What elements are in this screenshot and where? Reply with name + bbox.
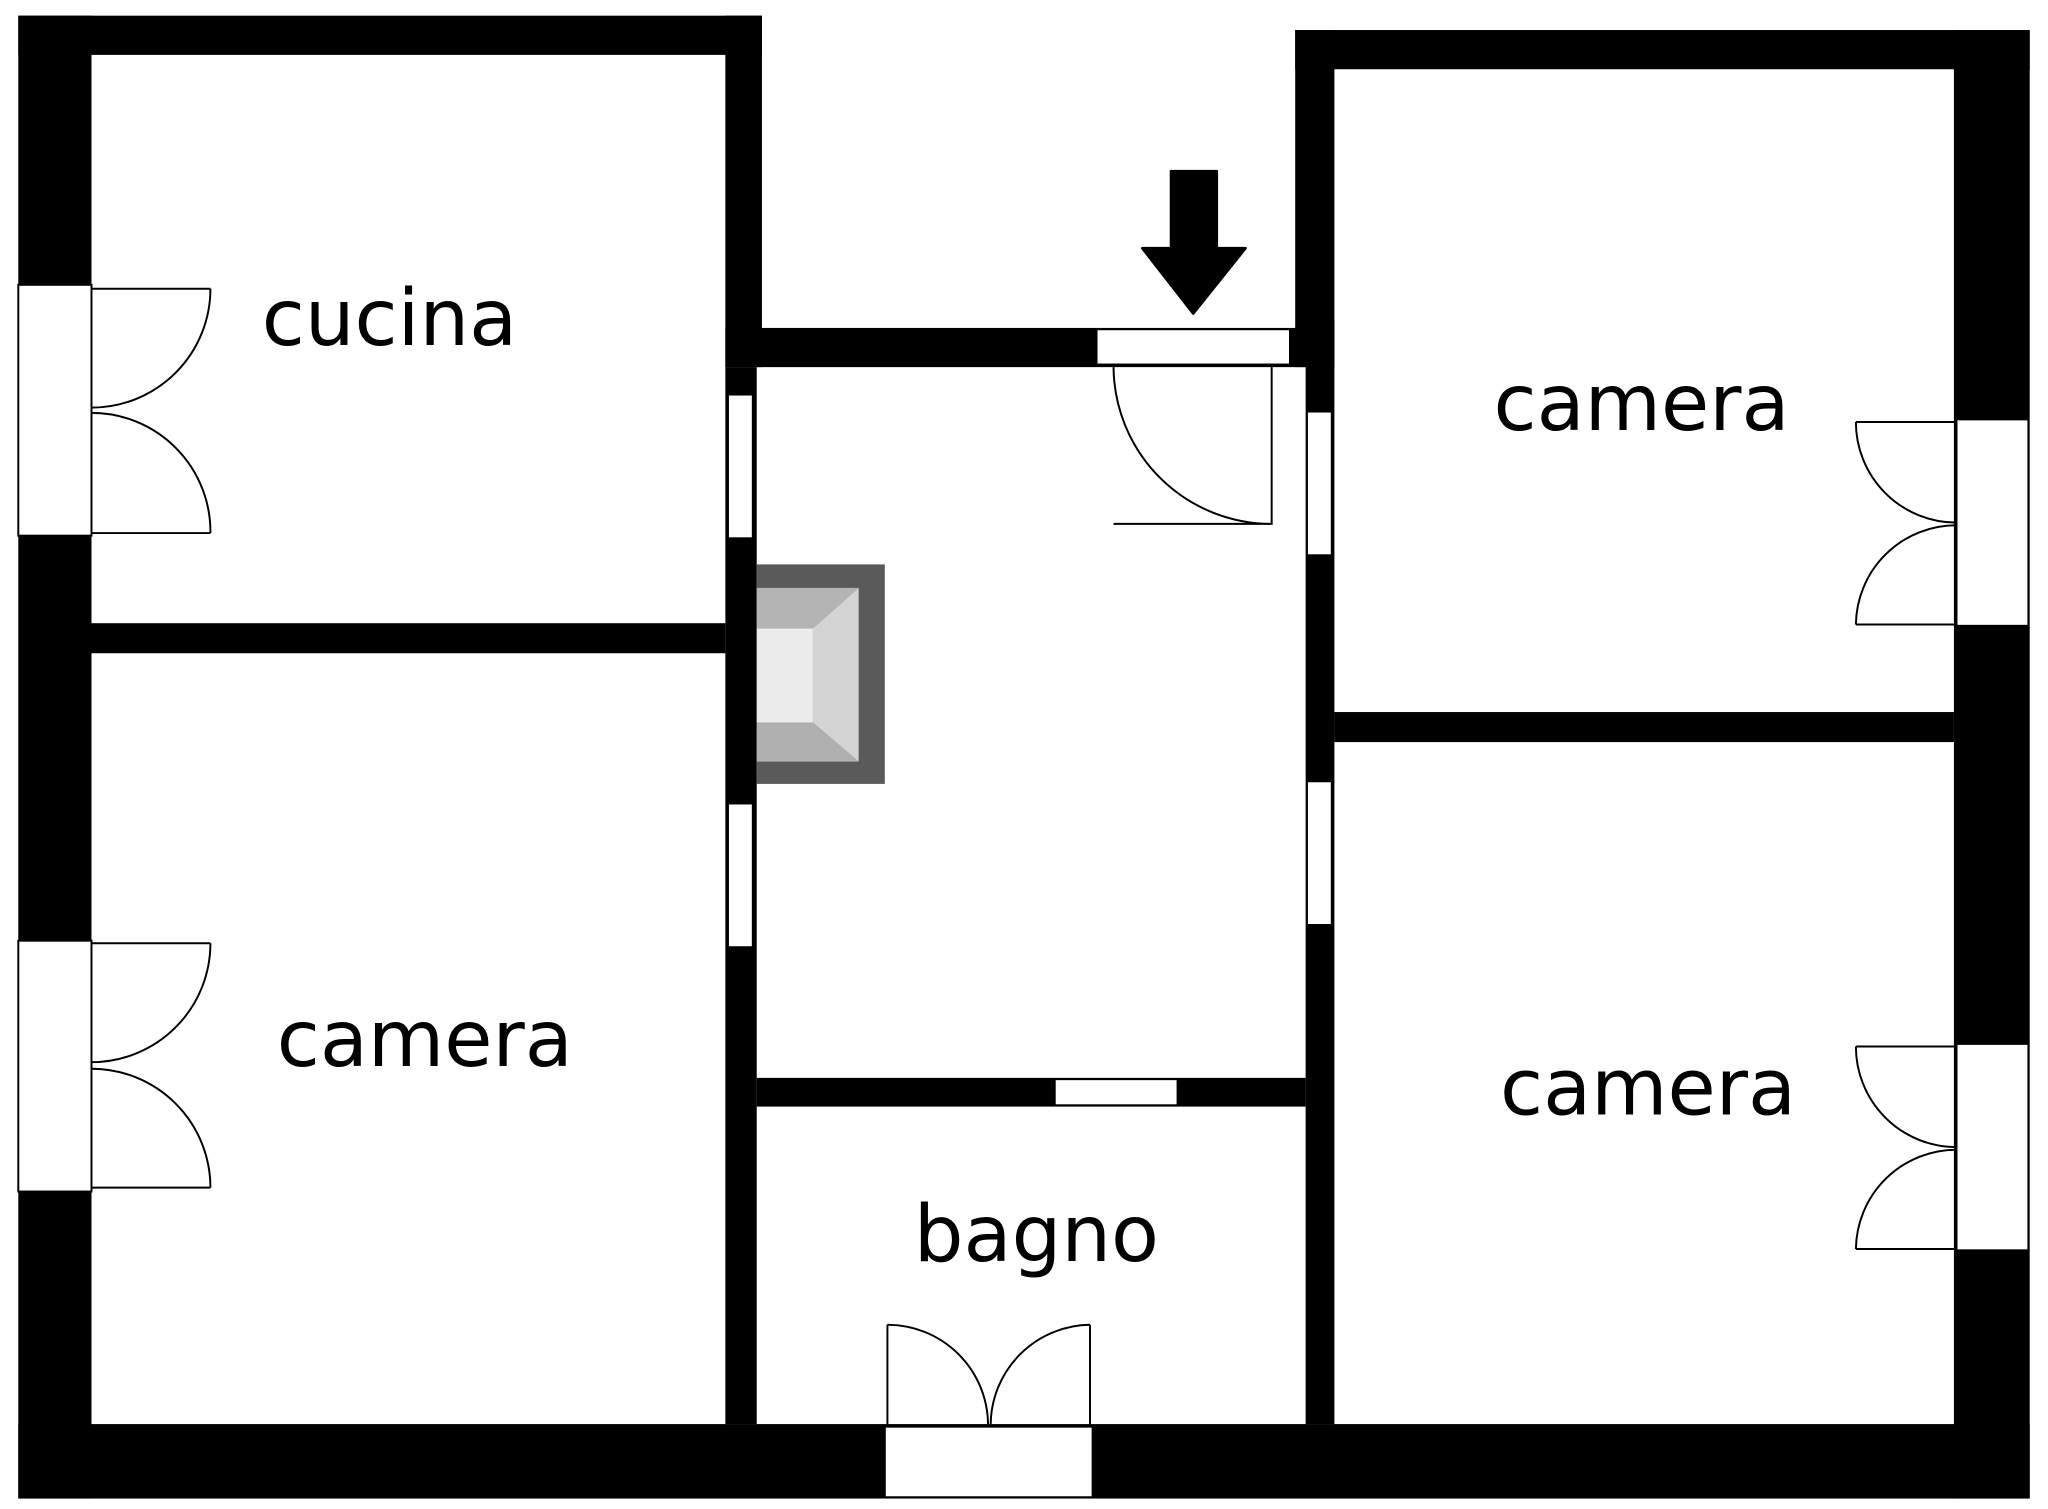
doorway-camera-bottom-right [1305,780,1333,926]
room-label-camera-bottom-right: camera [1500,1042,1796,1133]
doorway-camera-left [726,802,754,949]
doorway-cucina [726,393,754,540]
room-label-camera-left: camera [277,994,573,1085]
doorway-camera-top-right [1305,410,1333,557]
door-swings [91,287,1957,1425]
window-camera-left [17,939,93,1193]
fireplace-icon [756,564,885,784]
entrance-door-opening [1095,328,1291,366]
doorway-bagno [1053,1078,1179,1107]
window-cucina [17,283,93,537]
room-labels: cucina camera bagno camera camera [262,273,1796,1280]
room-label-cucina: cucina [262,273,517,364]
window-bagno [883,1425,1094,1499]
window-camera-top-right [1955,418,2030,627]
room-label-bagno: bagno [914,1189,1159,1280]
room-label-camera-top-right: camera [1494,358,1790,449]
openings [17,283,2030,1499]
entrance-arrow-icon [1140,169,1247,315]
window-camera-bottom-right [1955,1042,2030,1252]
